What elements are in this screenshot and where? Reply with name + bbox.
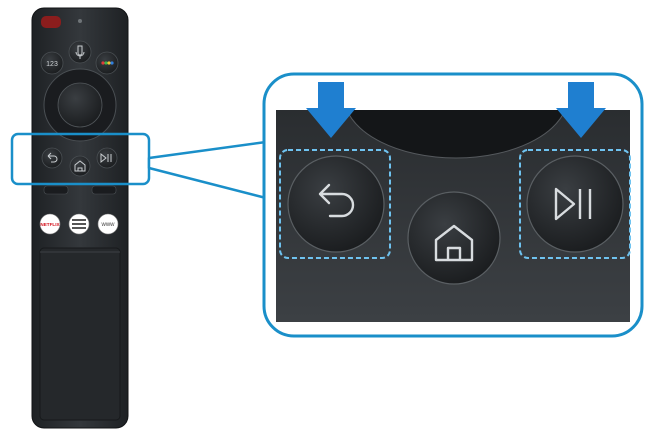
microphone-button[interactable] [68,40,92,64]
play-pause-button-small[interactable] [96,147,118,169]
status-led [78,19,82,23]
microphone-icon [75,45,85,59]
channel-rocker[interactable] [91,185,117,195]
home-icon [74,160,86,172]
battery-cover [39,247,121,421]
zoom-home-button[interactable] [407,191,501,285]
color-dots-icon [101,61,114,65]
back-button-small[interactable] [41,147,63,169]
back-button-highlight [279,149,391,259]
callout-connector [147,140,268,200]
select-button[interactable] [57,82,103,128]
zoom-back-button[interactable] [287,155,385,253]
remote-control: 123 NETFLIX www [31,7,129,429]
back-arrow-icon [47,152,58,163]
number-pad-label: 123 [46,61,58,68]
www-label: www [101,222,116,228]
press-arrow-right-icon [556,82,606,138]
netflix-label: NETFLIX [40,222,60,227]
zoom-play-pause-icon [554,187,592,221]
number-pad-button[interactable] [40,51,64,75]
power-button[interactable] [41,16,61,28]
zoom-panel [262,72,644,338]
app-stripes-icon [72,219,86,229]
play-pause-icon [100,152,112,164]
home-button-small[interactable] [69,155,91,177]
zoom-dpad-edge [346,110,566,159]
zoom-back-arrow-icon [318,183,355,218]
press-arrow-left-icon [306,82,356,138]
netflix-button[interactable] [39,213,61,235]
play-pause-button-highlight [519,149,631,259]
zoom-home-icon [434,224,474,262]
volume-rocker[interactable] [43,185,69,195]
www-button[interactable] [97,213,119,235]
